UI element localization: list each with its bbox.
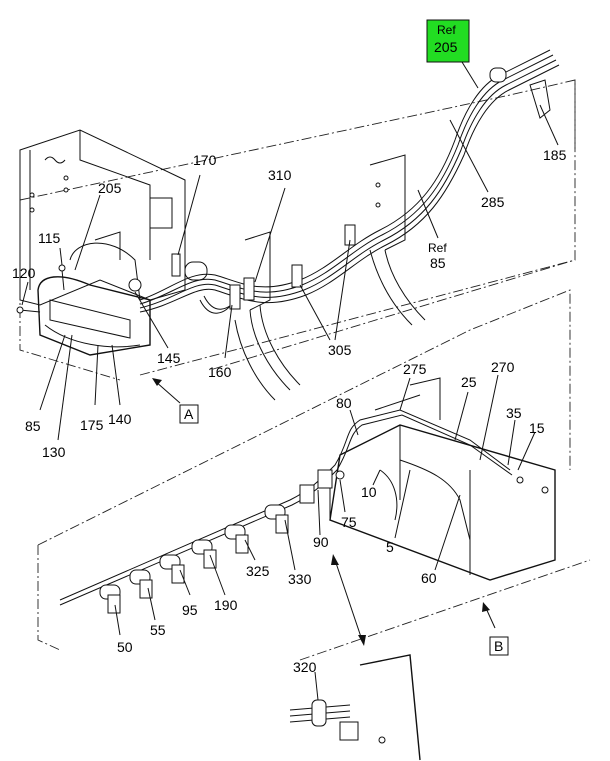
view-arrow-a: A xyxy=(152,378,199,424)
upper-clips xyxy=(229,67,551,310)
callout-80: 80 xyxy=(336,395,352,411)
callout-90: 90 xyxy=(313,534,329,550)
lower-clips xyxy=(99,469,345,614)
frame-outline-upper xyxy=(19,79,576,381)
view-label-b: B xyxy=(494,638,503,654)
view-arrow-b: B xyxy=(482,602,509,656)
callout-115: 115 xyxy=(38,230,61,246)
callout-190: 190 xyxy=(214,597,238,613)
callout-60: 60 xyxy=(421,570,437,586)
crossmember-left xyxy=(19,129,186,306)
callout-145: 145 xyxy=(157,350,181,366)
valve-housing xyxy=(16,242,151,356)
frame-outline-lower xyxy=(37,289,591,661)
callout-310: 310 xyxy=(268,167,292,183)
battery-box xyxy=(329,377,556,581)
callout-130: 130 xyxy=(42,444,66,460)
ref-205-box: Ref 205 xyxy=(426,19,479,89)
callout-275: 275 xyxy=(403,361,427,377)
callout-205: 205 xyxy=(98,180,122,196)
callout-175: 175 xyxy=(80,417,104,433)
lower-harness xyxy=(59,409,513,606)
callout-185: 185 xyxy=(543,147,567,163)
ref-205-line2: 205 xyxy=(434,39,458,55)
view-label-a: A xyxy=(184,406,194,422)
clip-170 xyxy=(171,253,208,281)
callout-120: 120 xyxy=(12,265,36,281)
callout-ref85-num: 85 xyxy=(430,255,446,271)
ref-205-line1: Ref xyxy=(437,23,456,37)
callout-140: 140 xyxy=(108,411,132,427)
frame-rails-upper xyxy=(234,154,426,401)
double-arrow xyxy=(331,554,366,646)
callout-5: 5 xyxy=(386,539,394,555)
callout-15: 15 xyxy=(529,420,545,436)
detail-320 xyxy=(289,654,421,761)
upper-harness xyxy=(139,49,560,314)
leader-lines xyxy=(21,104,559,701)
callout-170: 170 xyxy=(193,152,217,168)
callout-285: 285 xyxy=(481,194,505,210)
callout-160: 160 xyxy=(208,364,232,380)
callout-305: 305 xyxy=(328,342,352,358)
callout-330: 330 xyxy=(288,571,312,587)
callout-25: 25 xyxy=(461,374,477,390)
callout-75: 75 xyxy=(341,514,357,530)
callout-95: 95 xyxy=(182,602,198,618)
callouts: 170 310 205 115 120 145 160 305 85 130 1… xyxy=(12,147,567,675)
callout-55: 55 xyxy=(150,622,166,638)
callout-85: 85 xyxy=(25,418,41,434)
callout-10: 10 xyxy=(361,484,377,500)
callout-50: 50 xyxy=(117,639,133,655)
callout-ref85-ref: Ref xyxy=(428,241,447,255)
callout-325: 325 xyxy=(246,563,270,579)
callout-270: 270 xyxy=(491,359,515,375)
callout-320: 320 xyxy=(293,659,317,675)
view-label-a-box xyxy=(179,404,199,424)
view-label-b-box xyxy=(489,636,509,656)
callout-35: 35 xyxy=(506,405,522,421)
